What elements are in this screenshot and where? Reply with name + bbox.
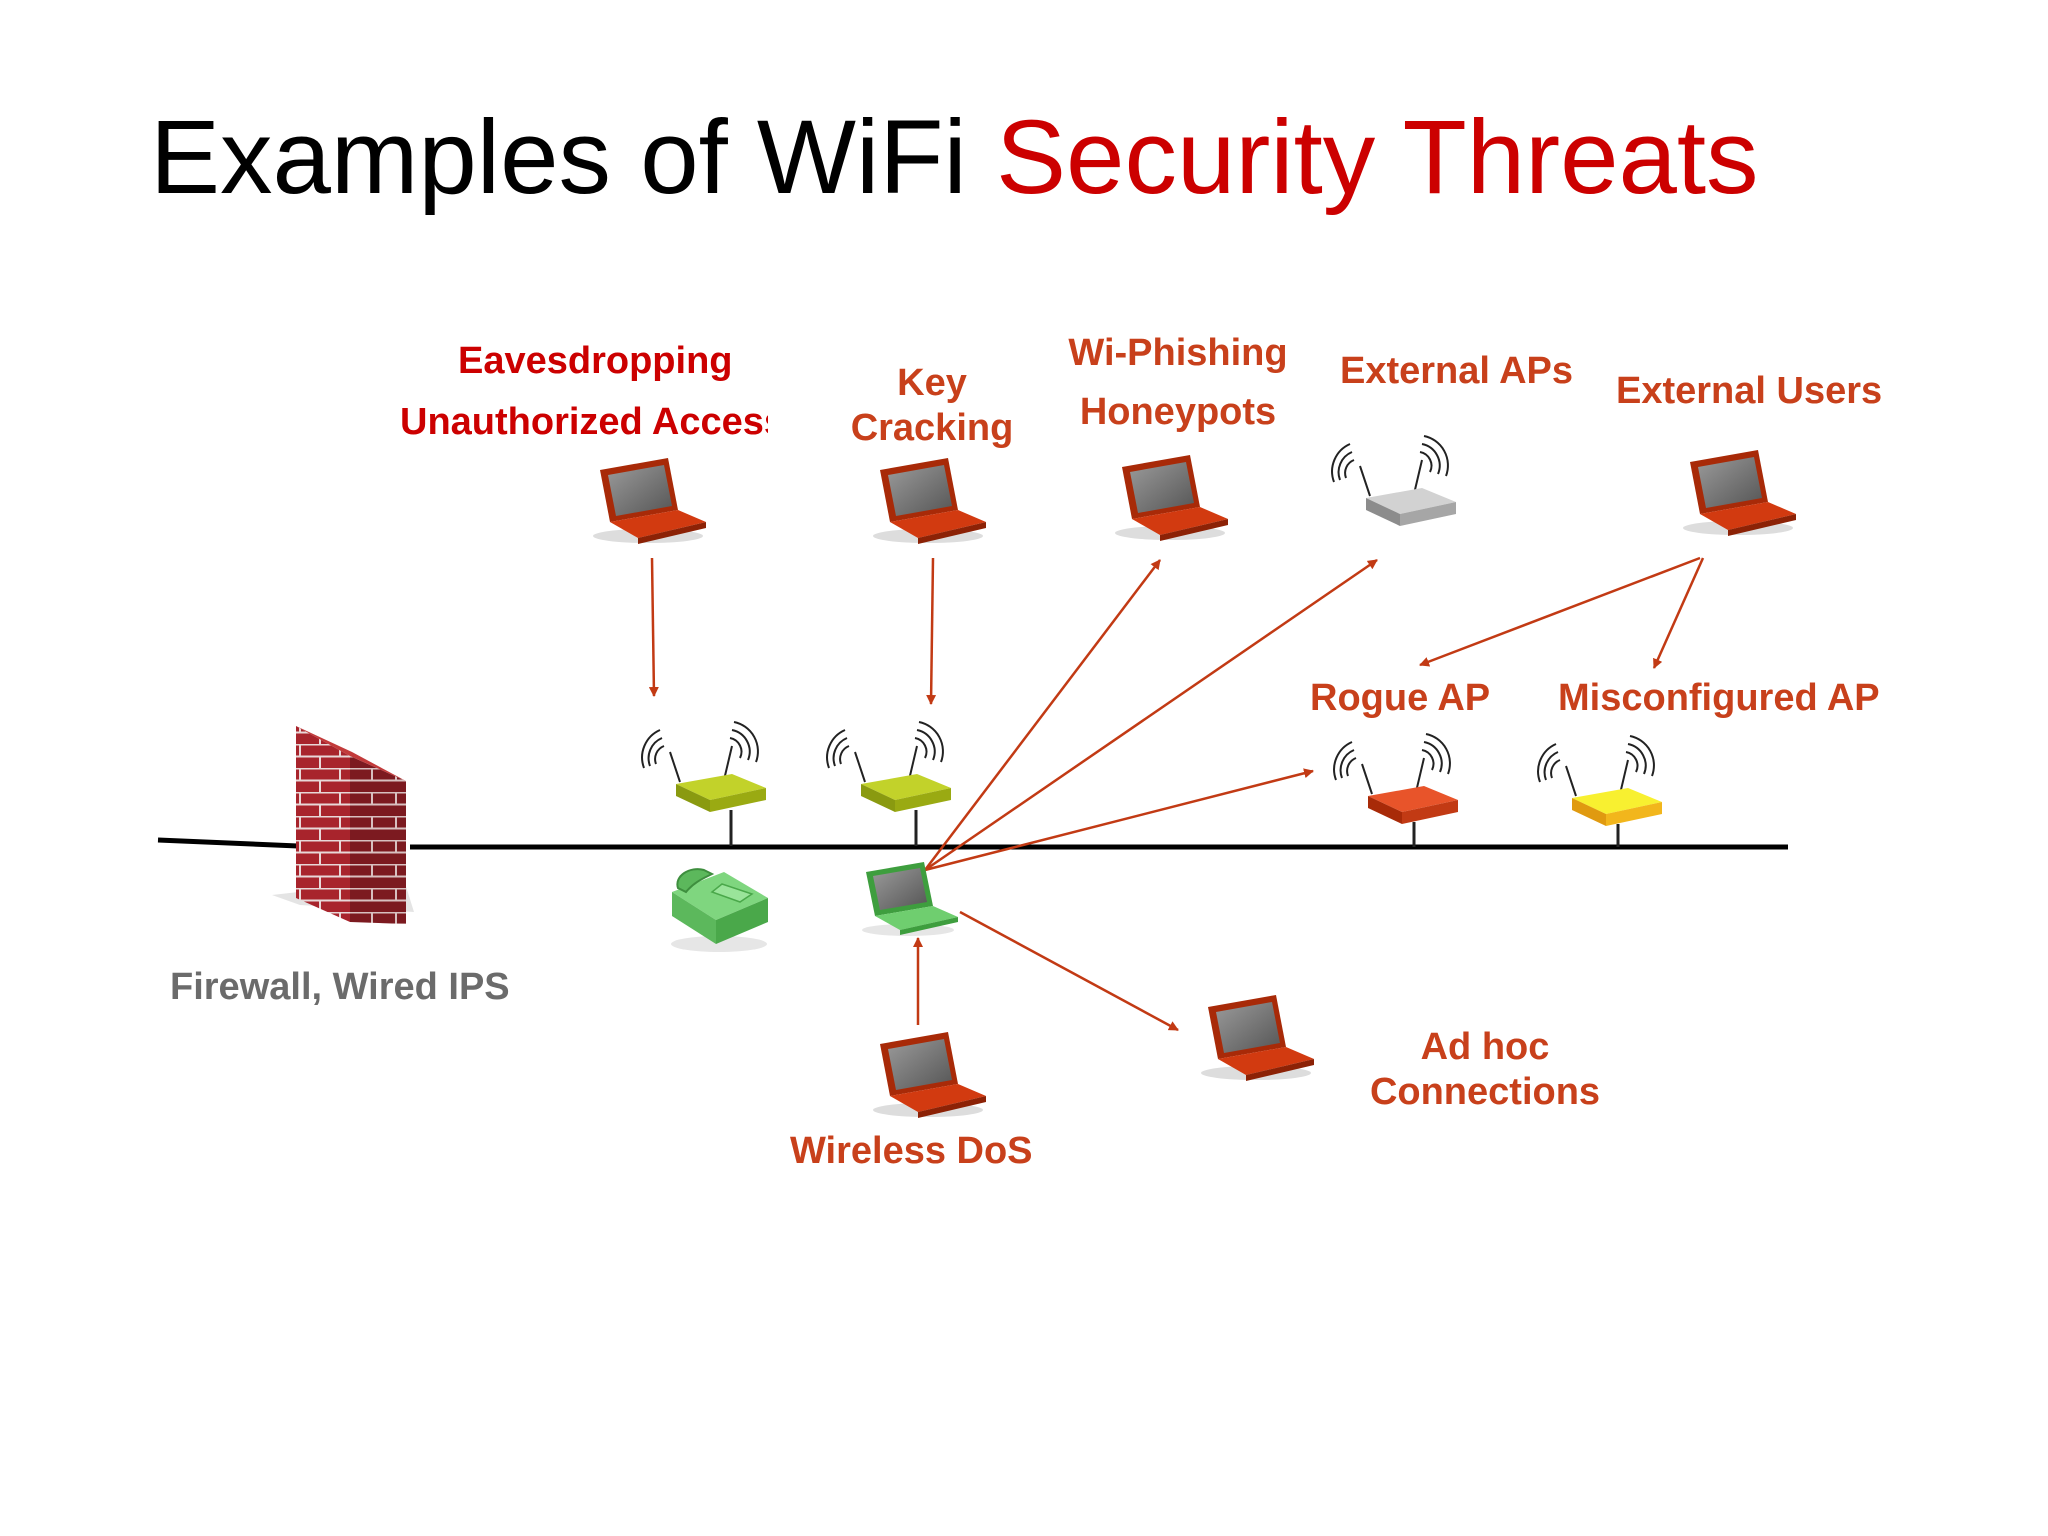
label-unauthorized-access: Unauthorized Access <box>400 403 768 441</box>
label-ad-hoc: Ad hoc <box>1420 1026 1550 1068</box>
access-point-icon <box>1331 435 1456 526</box>
arrow-wi-phishing <box>924 559 1161 871</box>
arrow-ad-hoc <box>959 910 1179 1032</box>
title-accent: Security Threats <box>996 99 1759 216</box>
laptop-icon <box>862 862 958 936</box>
label-firewall: Firewall, Wired IPS <box>170 966 510 1008</box>
arrow-external-aps <box>924 558 1378 872</box>
access-point-icon <box>1537 735 1662 847</box>
label-wi-phishing: Wi-Phishing <box>1068 332 1288 374</box>
access-point-icon <box>641 721 766 846</box>
title-prefix: Examples of WiFi <box>150 99 967 216</box>
laptop-icon <box>1115 455 1228 541</box>
label-wireless-dos: Wireless DoS <box>790 1130 1033 1172</box>
arrow-rogue-ap <box>924 768 1314 872</box>
laptop-icon <box>1683 450 1796 536</box>
arrow-eavesdrop <box>648 557 659 697</box>
slide-title: Examples of WiFi Security Threats <box>150 105 1759 210</box>
arrow-key-cracking <box>926 557 937 705</box>
arrow-ext-user-misconfig <box>1652 557 1705 669</box>
label-external-aps: External APs <box>1340 350 1574 392</box>
arrow-ext-user-rogue <box>1419 556 1701 667</box>
laptop-icon <box>593 458 706 544</box>
access-point-icon <box>1333 733 1458 847</box>
laptop-icon <box>873 1032 986 1118</box>
label-honeypots: Honeypots <box>1079 391 1277 433</box>
label-rogue-ap: Rogue AP <box>1310 677 1491 719</box>
label-eavesdropping: Eavesdropping <box>458 340 733 382</box>
laptop-icon <box>1201 995 1314 1081</box>
label-key: Key <box>897 362 967 404</box>
threat-arrows <box>648 556 1705 1032</box>
ip-phone-icon <box>671 868 768 952</box>
label-connections: Connections <box>1369 1071 1601 1113</box>
laptop-icon <box>873 458 986 544</box>
label-cracking: Cracking <box>850 407 1014 449</box>
label-external-users: External Users <box>1616 370 1883 412</box>
label-misconfigured-ap: Misconfigured AP <box>1558 677 1880 719</box>
brick-wall-icon <box>272 726 414 924</box>
access-point-icon <box>826 721 951 846</box>
